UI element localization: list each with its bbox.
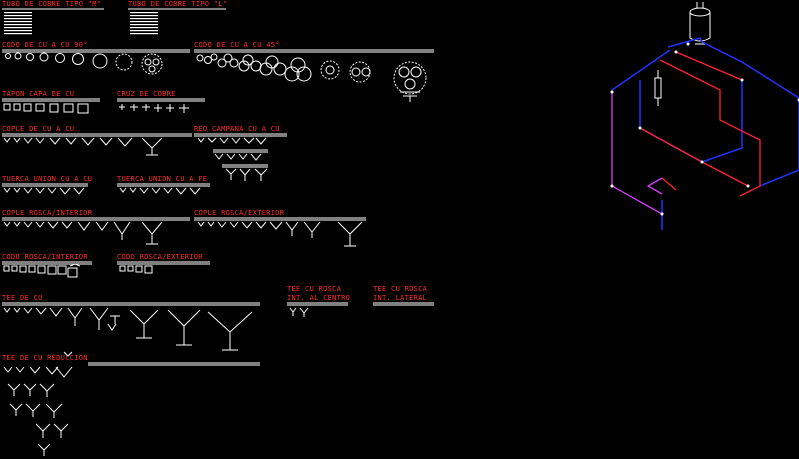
label-codo-rosca-ext: CODO ROSCA/EXTERIOR xyxy=(117,253,203,261)
pipe-return xyxy=(611,92,663,215)
label-red-campana: RED CAMPANA CU A CU xyxy=(194,125,280,133)
cruz-symbols xyxy=(119,104,189,113)
codo-rosca-int-symbols xyxy=(3,263,81,278)
isometric-piping xyxy=(610,2,799,230)
label-tee-cu: TEE DE CU xyxy=(2,294,43,302)
codo-90-symbols xyxy=(5,52,163,75)
label-cople-cu: COPLE DE CU A CU xyxy=(2,125,74,133)
label-cople-rosca-int: COPLE ROSCA/INTERIOR xyxy=(2,209,93,217)
label-cople-rosca-ext: COPLE ROSCA/EXTERIOR xyxy=(194,209,285,217)
joint-dots xyxy=(610,42,799,216)
cople-cu-symbols xyxy=(3,137,163,156)
label-tuerca-fe: TUERCA UNION CU A FE xyxy=(117,175,207,183)
label-codo-90: CODO DE CU A CU 90° xyxy=(2,41,88,49)
label-tubo-m: TUBO DE COBRE TIPO "M" xyxy=(2,0,101,8)
water-heater-detail xyxy=(654,70,662,106)
label-tapon: TAPON CAPA DE CU xyxy=(2,90,74,98)
tubo-l-list xyxy=(130,12,158,35)
label-tee-reduccion: TEE DE CU REDUCCION xyxy=(2,354,88,362)
tee-reduccion-symbols xyxy=(3,351,73,456)
label-codo-rosca-int: CODO ROSCA/INTERIOR xyxy=(2,253,88,261)
tee-rosca-symbols xyxy=(289,307,309,317)
tubo-m-list xyxy=(4,12,32,35)
tee-cu-symbols xyxy=(3,307,253,351)
tuerca-cu-symbols xyxy=(3,187,85,195)
label-cruz: CRUZ DE COBRE xyxy=(117,90,176,98)
label-tee-rosca-centro-1: TEE CU ROSCA xyxy=(287,285,342,293)
cople-rosca-int-symbols xyxy=(3,221,163,245)
label-underlines xyxy=(2,8,434,366)
label-tee-rosca-lateral-2: INT. LATERAL xyxy=(373,294,427,302)
label-tee-rosca-centro-2: INT. AL CENTRO xyxy=(287,294,350,302)
codo-45-symbols xyxy=(196,53,427,102)
tuerca-fe-symbols xyxy=(119,187,201,195)
label-tubo-l: TUBO DE COBRE TIPO "L" xyxy=(128,0,227,8)
label-tee-rosca-lateral-1: TEE CU ROSCA xyxy=(373,285,428,293)
cople-rosca-ext-symbols xyxy=(197,221,363,247)
boiler-tank xyxy=(689,2,711,45)
tapon-symbols xyxy=(3,103,89,114)
label-codo-45: CODO DE CU A CU 45° xyxy=(194,41,280,49)
codo-rosca-ext-symbols xyxy=(119,265,153,274)
label-tuerca-cu: TUERCA UNION CU A CU xyxy=(2,175,92,183)
red-campana-symbols xyxy=(197,137,268,181)
